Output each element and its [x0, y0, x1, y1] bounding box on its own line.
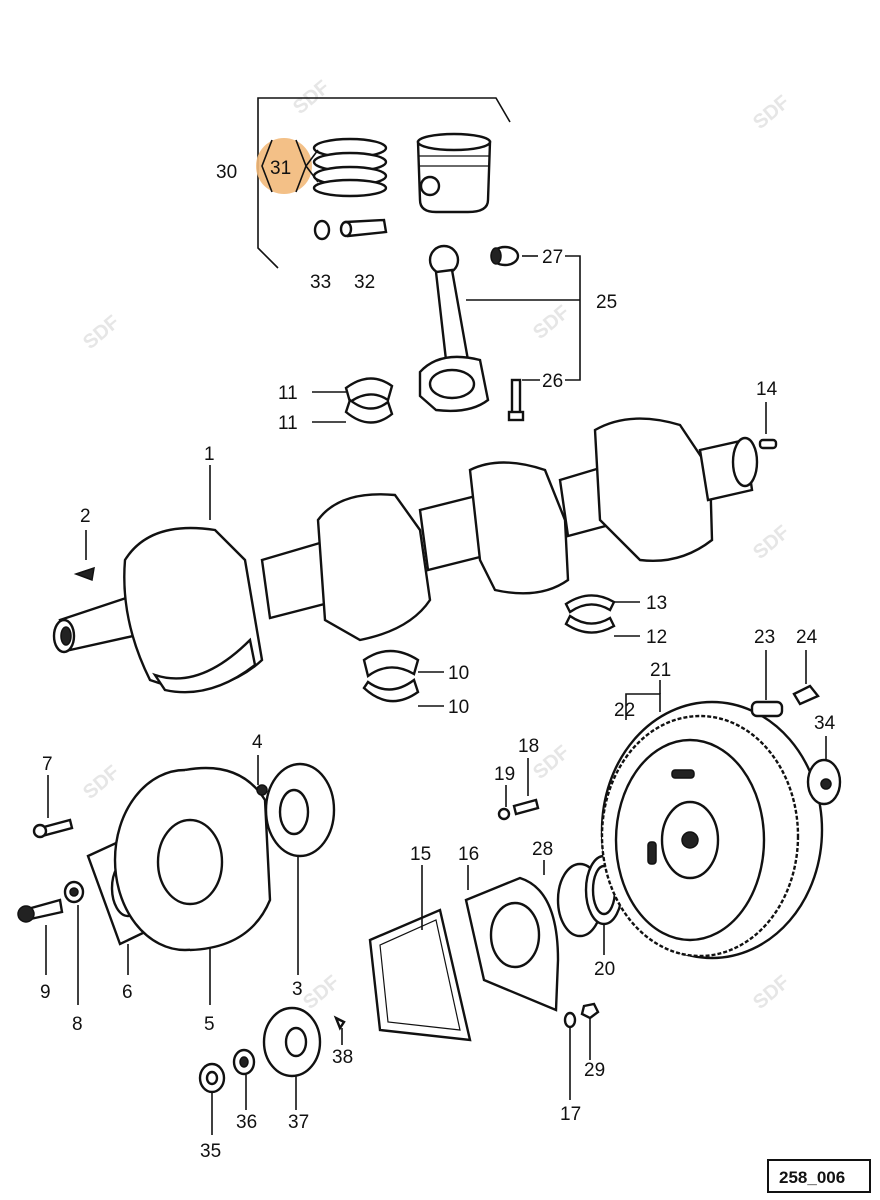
- label-5[interactable]: 5: [204, 1014, 215, 1035]
- label-15[interactable]: 15: [410, 844, 431, 865]
- label-7[interactable]: 7: [42, 754, 53, 775]
- label-29[interactable]: 29: [584, 1060, 605, 1081]
- label-19[interactable]: 19: [494, 764, 515, 785]
- label-2[interactable]: 2: [80, 506, 91, 527]
- rear-seal-housing: [368, 758, 624, 1100]
- label-30[interactable]: 30: [216, 162, 237, 183]
- label-32[interactable]: 32: [354, 272, 375, 293]
- label-28[interactable]: 28: [532, 839, 553, 860]
- label-1[interactable]: 1: [204, 444, 215, 465]
- label-20[interactable]: 20: [594, 959, 615, 980]
- label-27[interactable]: 27: [542, 247, 563, 268]
- crankshaft: [52, 402, 778, 694]
- label-18[interactable]: 18: [518, 736, 539, 757]
- label-16[interactable]: 16: [458, 844, 479, 865]
- front-pulley-assembly: [17, 755, 336, 1005]
- piston-group: [257, 97, 511, 269]
- label-35[interactable]: 35: [200, 1141, 221, 1162]
- label-11-upper[interactable]: 11: [278, 383, 298, 404]
- label-9[interactable]: 9: [40, 982, 51, 1003]
- label-13[interactable]: 13: [646, 593, 667, 614]
- label-10-upper[interactable]: 10: [448, 663, 469, 684]
- label-14[interactable]: 14: [756, 379, 778, 400]
- main-bearing-shells: [362, 649, 444, 707]
- label-31[interactable]: 31: [270, 158, 291, 179]
- label-25[interactable]: 25: [596, 292, 617, 313]
- label-4[interactable]: 4: [252, 732, 263, 753]
- watermark: SDF: [749, 91, 794, 134]
- label-24[interactable]: 24: [796, 627, 818, 648]
- part-labels: 30 31 33 32 27 25 26 11 11 14 1 2 13 12 …: [40, 158, 836, 1162]
- connecting-rod: [418, 244, 581, 422]
- label-34[interactable]: 34: [814, 713, 836, 734]
- reference-code: 258_006: [779, 1168, 845, 1187]
- rear-hub-parts: [198, 1006, 346, 1135]
- watermark: SDF: [749, 521, 794, 564]
- label-36[interactable]: 36: [236, 1112, 257, 1133]
- watermark: SDF: [79, 761, 124, 804]
- label-10-lower[interactable]: 10: [448, 697, 469, 718]
- highlight-marker: [256, 138, 312, 194]
- watermark: SDF: [749, 971, 794, 1014]
- label-17[interactable]: 17: [560, 1104, 581, 1125]
- label-12[interactable]: 12: [646, 627, 667, 648]
- label-33[interactable]: 33: [310, 272, 331, 293]
- label-21[interactable]: 21: [650, 660, 671, 681]
- flywheel-assembly: [600, 650, 842, 960]
- reference-code-box: 258_006: [767, 1159, 871, 1193]
- label-23[interactable]: 23: [754, 627, 775, 648]
- thrust-washers: [564, 594, 640, 637]
- label-8[interactable]: 8: [72, 1014, 83, 1035]
- label-3[interactable]: 3: [292, 979, 303, 1000]
- label-26[interactable]: 26: [542, 371, 563, 392]
- conrod-bearing-shells: [312, 377, 394, 424]
- label-38[interactable]: 38: [332, 1047, 353, 1068]
- watermark: SDF: [299, 971, 344, 1014]
- label-6[interactable]: 6: [122, 982, 133, 1003]
- watermark: SDF: [529, 301, 574, 344]
- label-37[interactable]: 37: [288, 1112, 309, 1133]
- watermark: SDF: [79, 311, 124, 354]
- label-11-lower[interactable]: 11: [278, 413, 298, 434]
- label-22[interactable]: 22: [614, 700, 635, 721]
